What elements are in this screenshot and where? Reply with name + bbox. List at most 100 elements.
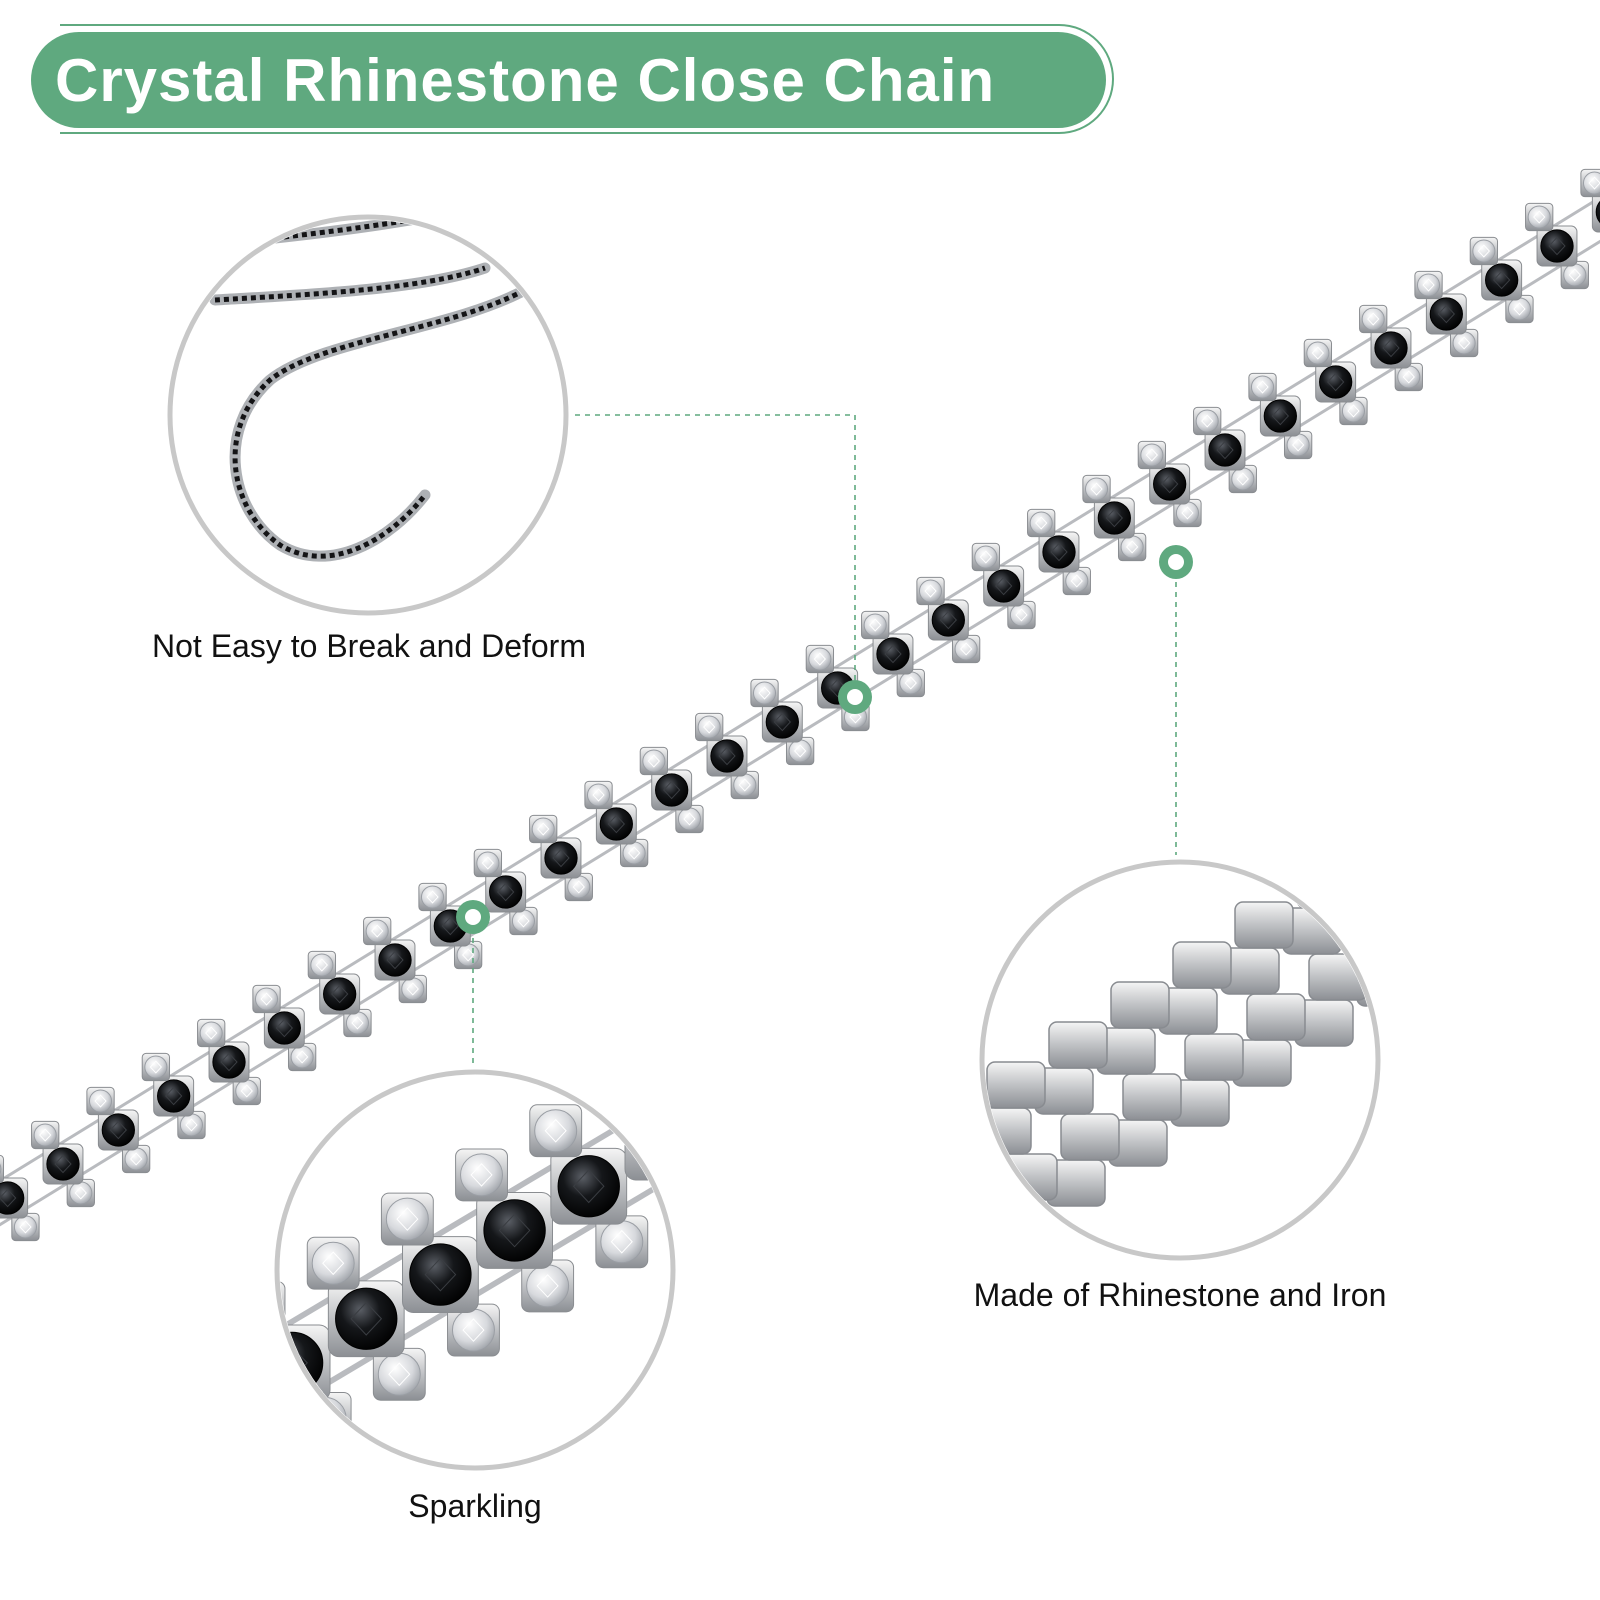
detail-circle-material	[979, 859, 1381, 1261]
clear-rhinestone	[418, 882, 447, 912]
clear-rhinestone	[197, 1018, 226, 1048]
black-rhinestone	[1536, 225, 1578, 267]
clear-rhinestone	[529, 1104, 583, 1158]
black-rhinestone	[0, 1177, 29, 1219]
black-rhinestone	[374, 939, 416, 981]
black-rhinestone	[540, 837, 582, 879]
clear-rhinestone	[0, 1154, 5, 1184]
clear-rhinestone	[307, 950, 337, 980]
black-rhinestone	[263, 1007, 305, 1049]
metal-setting	[1234, 901, 1294, 949]
clear-rhinestone	[306, 1236, 360, 1290]
black-rhinestone	[651, 769, 693, 811]
clear-rhinestone	[1082, 474, 1111, 504]
black-rhinestone	[1591, 191, 1600, 233]
black-rhinestone	[42, 1143, 84, 1185]
metal-setting	[1110, 981, 1170, 1029]
black-rhinestone	[319, 973, 361, 1015]
clear-rhinestone	[1580, 168, 1600, 198]
clear-rhinestone	[1449, 328, 1479, 358]
metal-setting	[985, 1199, 1044, 1247]
metal-setting	[1358, 865, 1375, 869]
clear-rhinestone	[730, 770, 759, 800]
clear-rhinestone	[1248, 372, 1277, 402]
clear-rhinestone	[1560, 260, 1589, 290]
clear-rhinestone	[695, 712, 724, 742]
black-rhinestone	[1149, 463, 1191, 505]
title-banner: Crystal Rhinestone Close Chain	[31, 32, 1106, 128]
clear-rhinestone	[473, 848, 503, 878]
clear-rhinestone	[916, 576, 945, 606]
callout-markers	[456, 545, 1193, 934]
metal-setting	[1246, 993, 1306, 1041]
clear-rhinestone	[1359, 304, 1388, 334]
clear-rhinestone	[1469, 236, 1499, 266]
clear-rhinestone	[971, 542, 1001, 572]
clear-rhinestone	[595, 1215, 649, 1269]
clear-rhinestone	[603, 1075, 657, 1114]
black-rhinestone	[1259, 395, 1301, 437]
clear-rhinestone	[363, 916, 392, 946]
black-rhinestone	[550, 1147, 628, 1225]
callout-lines	[472, 414, 1177, 1065]
clear-rhinestone	[785, 736, 815, 766]
black-rhinestone	[1481, 259, 1523, 301]
clear-rhinestone	[750, 678, 779, 708]
clear-rhinestone	[619, 838, 649, 868]
clear-rhinestone	[1137, 440, 1167, 470]
black-rhinestone	[872, 633, 914, 675]
black-rhinestone	[1370, 327, 1412, 369]
black-rhinestone	[983, 565, 1025, 607]
feature-caption-material: Made of Rhinestone and Iron	[973, 1277, 1387, 1313]
black-rhinestone	[1315, 361, 1357, 403]
clear-rhinestone	[455, 1148, 508, 1202]
black-rhinestone	[208, 1041, 250, 1083]
metal-setting	[1184, 1033, 1244, 1081]
metal-setting	[1296, 865, 1356, 909]
clear-rhinestone	[343, 1008, 372, 1038]
clear-rhinestone	[675, 804, 704, 834]
clear-rhinestone	[1193, 406, 1222, 436]
black-rhinestone	[153, 1075, 195, 1117]
black-rhinestone	[476, 1192, 553, 1269]
metal-setting	[1344, 867, 1375, 915]
clear-rhinestone	[1228, 464, 1257, 494]
clear-rhinestone	[669, 1171, 670, 1225]
clear-rhinestone	[1027, 508, 1056, 538]
metal-setting	[1048, 1021, 1108, 1069]
clear-rhinestone	[1117, 532, 1147, 562]
clear-rhinestone	[287, 1042, 317, 1072]
black-rhinestone	[624, 1103, 670, 1181]
detail-circle-sparkle	[274, 1069, 676, 1471]
clear-rhinestone	[951, 634, 981, 664]
clear-rhinestone	[447, 1303, 500, 1357]
clear-rhinestone	[639, 746, 669, 776]
metal-setting	[1172, 941, 1232, 989]
black-rhinestone	[485, 871, 527, 913]
clear-rhinestone	[1505, 294, 1534, 324]
black-rhinestone	[97, 1109, 139, 1151]
clear-rhinestone	[896, 668, 925, 698]
clear-rhinestone	[861, 610, 890, 640]
thin-chain-stones	[214, 265, 486, 303]
clear-rhinestone	[177, 1110, 206, 1140]
black-rhinestone	[927, 599, 969, 641]
clear-rhinestone	[232, 1076, 261, 1106]
metal-setting	[1122, 1073, 1182, 1121]
metal-setting	[1370, 913, 1375, 961]
clear-rhinestone	[805, 644, 835, 674]
black-rhinestone	[327, 1280, 405, 1358]
page-title: Crystal Rhinestone Close Chain	[55, 46, 996, 114]
clear-rhinestone	[31, 1120, 60, 1150]
black-rhinestone	[761, 701, 803, 743]
clear-rhinestone	[1525, 202, 1554, 232]
clear-rhinestone	[1303, 338, 1333, 368]
main-chain-image	[0, 168, 1600, 1242]
metal-setting	[986, 1061, 1046, 1109]
black-rhinestone	[1093, 497, 1135, 539]
clear-rhinestone	[252, 984, 281, 1014]
clear-rhinestone	[529, 814, 558, 844]
clear-rhinestone	[584, 780, 613, 810]
